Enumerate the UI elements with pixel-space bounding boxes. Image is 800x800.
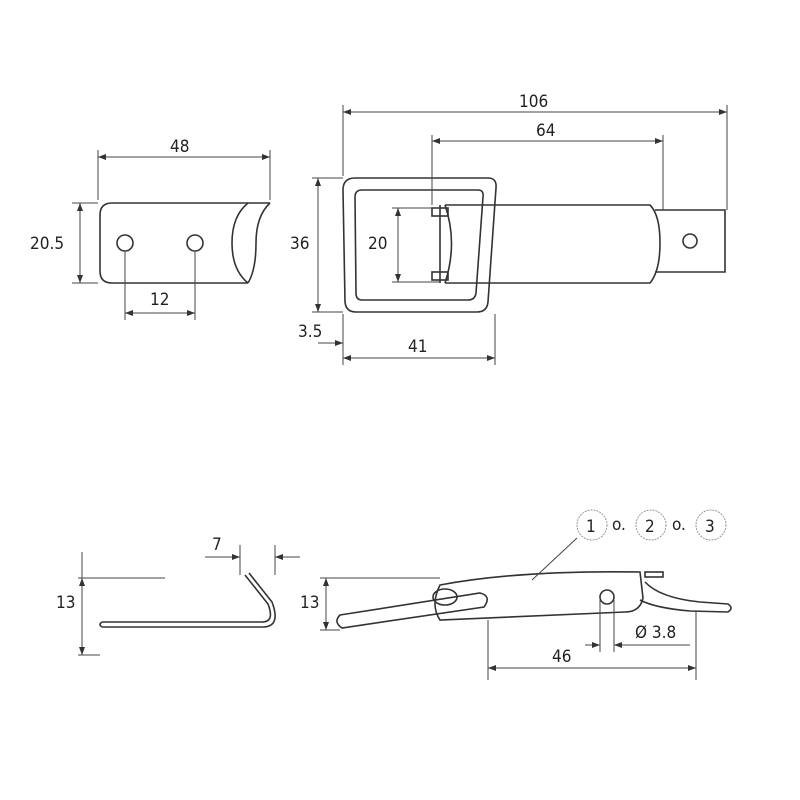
pivot-hole — [599, 589, 615, 605]
mount-hole — [186, 234, 204, 252]
callout-separator: o. — [612, 515, 626, 535]
dim-height: 20.5 — [30, 234, 64, 254]
callout-1: 1 — [586, 517, 596, 537]
dim-latch-length: 46 — [552, 647, 571, 667]
strike-plate-top-view: 48 20.5 12 — [30, 137, 271, 320]
dim-clip-height: 13 — [56, 593, 75, 613]
dim-body-length: 64 — [536, 121, 555, 141]
strike-plate-side-view: 13 7 — [56, 535, 300, 656]
callout-3: 3 — [705, 517, 715, 537]
dim-clip-offset: 7 — [212, 535, 222, 555]
mount-hole — [116, 234, 134, 252]
dim-bail-height: 36 — [290, 234, 309, 254]
dim-hole-diameter: Ø 3.8 — [635, 623, 676, 643]
dim-overall-length: 106 — [519, 92, 548, 112]
latch-top-view: 106 64 36 20 3.5 41 — [290, 92, 728, 365]
dim-latch-height: 13 — [300, 593, 319, 613]
tab-hole — [682, 233, 698, 249]
dim-bail-width: 41 — [408, 337, 427, 357]
dim-wire: 3.5 — [298, 322, 322, 342]
callout-2: 2 — [645, 517, 655, 537]
dim-hole-spacing: 12 — [150, 290, 169, 310]
dim-width: 48 — [170, 137, 189, 157]
dim-inner-height: 20 — [368, 234, 387, 254]
latch-side-view: 13 46 Ø 3.8 1 o. 2 o. 3 — [300, 509, 732, 680]
callout-separator: o. — [672, 515, 686, 535]
callout-group: 1 o. 2 o. 3 — [576, 509, 727, 541]
